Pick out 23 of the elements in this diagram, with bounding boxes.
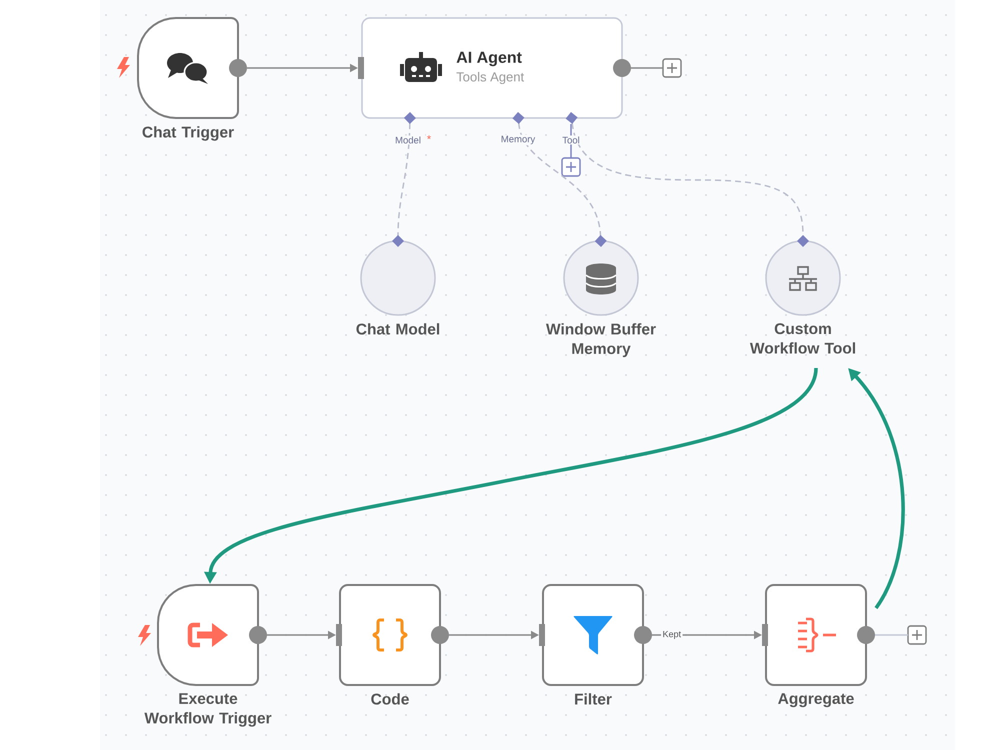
node-label: Chat Model — [356, 323, 440, 335]
handle-label: Tool — [561, 136, 581, 144]
add-button — [662, 58, 682, 78]
node-label: Window Buffer Memory — [546, 323, 656, 358]
handle-label: Model — [394, 136, 422, 144]
node-label: Chat Trigger — [142, 126, 234, 141]
add-button — [561, 157, 581, 177]
node-title: AI Agent — [456, 52, 522, 66]
dashed-line — [566, 112, 809, 247]
node-label: Custom Workflow Tool — [750, 323, 856, 354]
node-label: Filter — [575, 693, 612, 705]
add-button — [907, 625, 927, 645]
connector-line — [631, 67, 663, 69]
node-label: Aggregate — [778, 693, 854, 708]
connector-line — [570, 124, 572, 158]
node-label: Execute Workflow Trigger — [144, 693, 272, 727]
node-label: Code — [371, 693, 409, 705]
dashed-line — [512, 112, 607, 247]
dashed-line — [392, 112, 416, 247]
connector-line — [875, 634, 908, 636]
handle-label: Memory — [500, 134, 536, 146]
edge-label: Kept — [661, 629, 683, 641]
node-subtitle: Tools Agent — [456, 72, 524, 84]
